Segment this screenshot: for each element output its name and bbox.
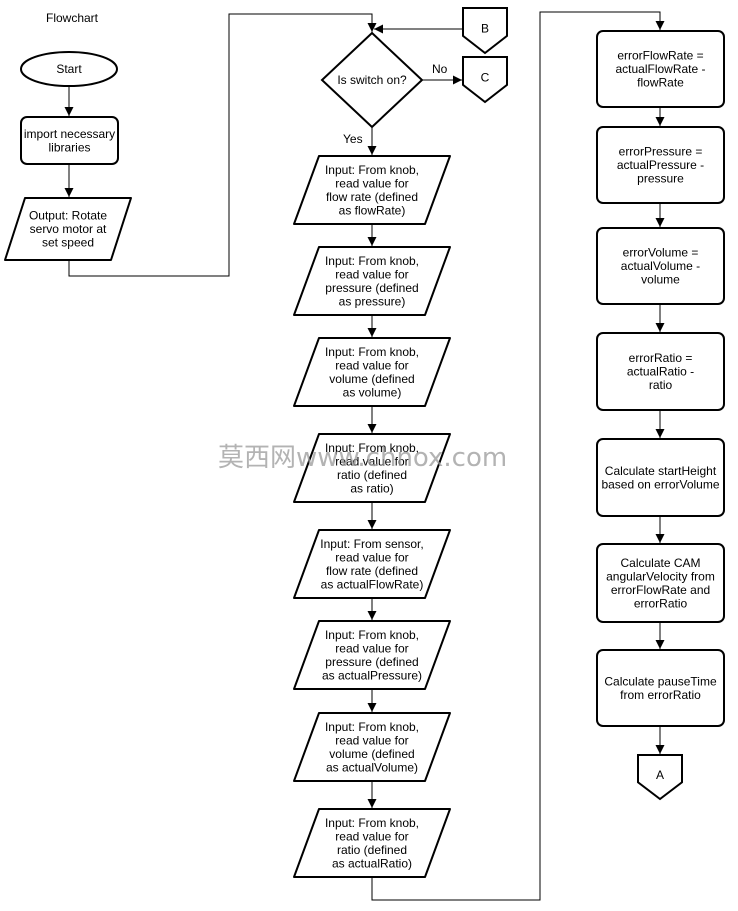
error-volume-process-label: errorVolume =actualVolume -volume [621,246,700,287]
error-ratio-process [596,332,725,411]
watermark: 莫西网www.chnox.com [218,443,507,473]
connector-c-label: C [481,70,490,84]
connector-c [462,56,508,104]
error-pressure-process-label: errorPressure =actualPressure -pressure [617,145,704,186]
edge-label-no: No [432,62,448,76]
edge-col2-3-arrowhead [367,520,377,529]
edge-col2-1-arrowhead [367,328,377,337]
edge-output-decision-arrowhead [367,23,377,32]
edge-col3-2-arrowhead [655,323,665,332]
edge-col2-4-arrowhead [367,611,377,620]
edge-col2-col3-arrowhead [655,21,665,30]
error-flow-rate-process-label: errorFlowRate =actualFlowRate -flowRate [615,49,705,90]
edge-start-import-arrowhead [64,107,74,116]
connector-b [462,7,508,55]
start-terminator-label: Start [56,62,82,76]
edge-col3-5-arrowhead [655,640,665,649]
edge-pause-a-arrowhead [655,745,665,754]
edge-col3-4-arrowhead [655,534,665,543]
error-flow-rate-process [596,30,725,108]
input-flow-rate [293,155,451,225]
input-actual-volume [293,712,451,782]
output-rotate-io [4,197,132,261]
edge-decision-c-arrowhead [453,75,462,85]
shapes [4,7,725,878]
error-volume-process [596,227,725,305]
edges [64,11,665,901]
edge-import-output-arrowhead [64,188,74,197]
diagram-title: Flowchart [46,11,99,25]
error-ratio-process-label: errorRatio =actualRatio -ratio [627,351,694,392]
edge-col3-1-arrowhead [655,218,665,227]
edge-col2-6-arrowhead [367,799,377,808]
calc-start-height-process [596,438,725,517]
import-libraries-process [20,116,119,165]
edge-b-decision-arrowhead [374,24,383,34]
input-actual-flow-rate [293,529,451,599]
input-pressure [293,246,451,316]
edge-col2-5-arrowhead [367,703,377,712]
input-actual-pressure [293,620,451,690]
switch-decision [320,31,424,129]
edge-decision-input-arrowhead [367,146,377,155]
switch-decision-label: Is switch on? [337,73,407,87]
connector-a-label: A [656,768,664,782]
edge-col3-0-arrowhead [655,117,665,126]
edge-col3-3-arrowhead [655,429,665,438]
input-actual-ratio [293,808,451,878]
edge-col2-col3 [371,11,661,901]
calc-pause-time-process [596,649,725,727]
start-terminator [20,51,118,87]
input-volume [293,337,451,407]
input-ratio [293,433,451,503]
connector-a [637,754,683,801]
edge-col2-0-arrowhead [367,237,377,246]
edge-output-decision [68,13,373,277]
connector-b-label: B [481,21,489,35]
edge-label-yes: Yes [343,132,363,146]
error-pressure-process [596,126,725,204]
edge-col2-2-arrowhead [367,424,377,433]
calc-cam-process [596,543,725,623]
